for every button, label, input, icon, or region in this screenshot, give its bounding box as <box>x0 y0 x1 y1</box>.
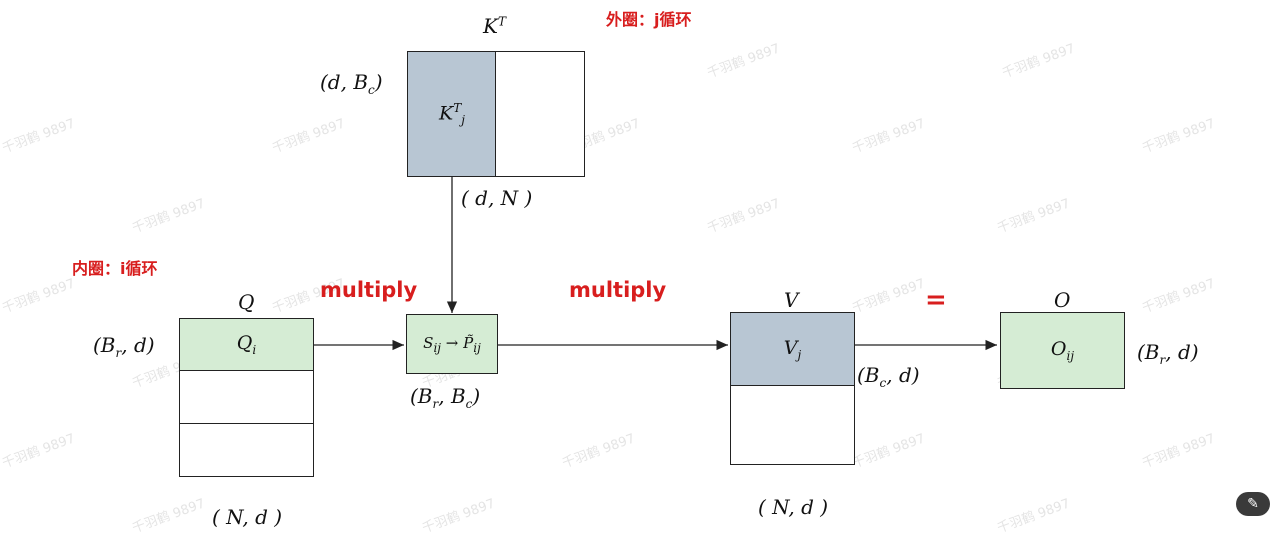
v-block-remaining <box>730 385 855 465</box>
k-block-j: KTj <box>407 51 497 177</box>
multiply-label-2: multiply <box>569 278 667 302</box>
v-block-label: Vj <box>783 337 802 362</box>
k-full-shape-label: ( d, N ) <box>461 186 533 210</box>
s-shape-label: (Br, Bc) <box>410 384 481 411</box>
o-block-shape-label: (Br, d) <box>1137 340 1199 367</box>
magic-wand-button[interactable]: ✎ <box>1236 492 1270 516</box>
v-block-shape-label: (Bc, d) <box>857 363 920 390</box>
s-block: Sij → P̃ij <box>406 314 498 374</box>
diagram-canvas: 千羽鹤 9897 千羽鹤 9897 千羽鹤 9897 千羽鹤 9897 千羽鹤 … <box>0 10 1270 536</box>
s-block-label: Sij → P̃ij <box>423 333 481 355</box>
q-block-shape-label: (Br, d) <box>93 333 155 360</box>
q-block-label: Qi <box>236 332 257 357</box>
q-block-row-3 <box>179 423 314 477</box>
k-block-label: KTj <box>439 100 465 128</box>
connector-layer <box>314 177 997 351</box>
k-block-remaining <box>495 51 585 177</box>
equals-sign: = <box>925 285 947 315</box>
magic-wand-icon: ✎ <box>1247 496 1259 512</box>
o-block-label: Oij <box>1050 338 1075 363</box>
v-full-shape-label: ( N, d ) <box>758 495 829 519</box>
q-block-row-2 <box>179 370 314 424</box>
o-title: O <box>1054 288 1071 312</box>
v-title: V <box>784 288 799 312</box>
q-title: Q <box>238 290 255 314</box>
q-full-shape-label: ( N, d ) <box>212 505 283 529</box>
inner-loop-label: 内圈：i循环 <box>72 259 158 278</box>
outer-loop-label: 外圈：j循环 <box>606 10 692 29</box>
multiply-label-1: multiply <box>320 278 418 302</box>
q-block-i: Qi <box>179 318 314 371</box>
o-block-ij: Oij <box>1000 312 1125 389</box>
k-block-shape-label: (d, Bc) <box>320 70 383 97</box>
v-block-j: Vj <box>730 312 855 387</box>
k-transpose-title: KT <box>483 14 506 38</box>
